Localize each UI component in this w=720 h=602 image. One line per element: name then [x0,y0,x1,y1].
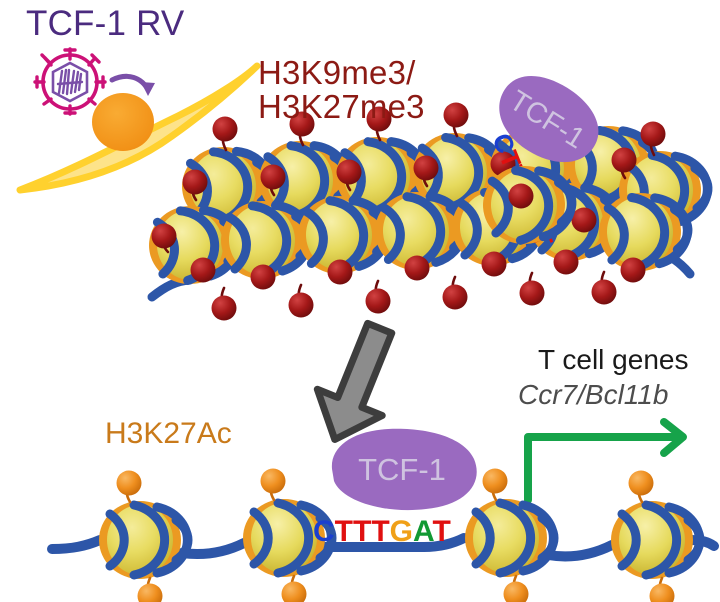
active-mark-label: H3K27Ac [105,417,232,450]
transcription-arrow [524,418,687,504]
transition-arrow [313,319,396,443]
dna-motif-bottom: CTTTGAT [313,515,451,549]
nucleosome-open-4 [611,501,700,579]
tcf1-bottom-label: TCF-1 [358,452,446,487]
cell-nucleus [92,93,154,151]
repressive-marks-line1: H3K9me3/ [258,54,416,91]
dna-base-3: T [371,515,390,548]
fibroblast-cell [16,62,261,194]
t-cell-genes-label: T cell genes [538,344,689,375]
retrovirus-particle [33,47,155,116]
condensed-chromatin-array [145,98,710,321]
gene-names-label: Ccr7/Bcl11b [518,379,669,410]
dna-base-5: A [413,515,433,548]
methyl-marks-bottom-balls [211,279,617,321]
methyl-mark-inner2 [571,207,597,233]
tcf1-protein-bottom: TCF-1 [331,428,477,511]
repressive-marks-label: H3K9me3/ H3K27me3 [258,54,425,126]
nucleosome-open-3 [465,499,554,577]
dna-base-2: T [353,515,372,548]
repressive-marks-line2: H3K27me3 [258,88,425,126]
methyl-mark-left [151,223,177,249]
dna-base-4: G [389,515,413,548]
nucleosome-open-1 [99,501,188,579]
open-chromatin-array [47,468,719,602]
tcf1-protein-top: TCF-1 [499,76,599,163]
dna-base-0: C [313,515,335,548]
methyl-mark-occl [508,183,534,209]
methyl-mark-inner [190,257,216,283]
dna-base-1: T [334,515,353,548]
retrovirus-label: TCF-1 RV [26,4,185,43]
dna-base-6: T [432,515,451,548]
